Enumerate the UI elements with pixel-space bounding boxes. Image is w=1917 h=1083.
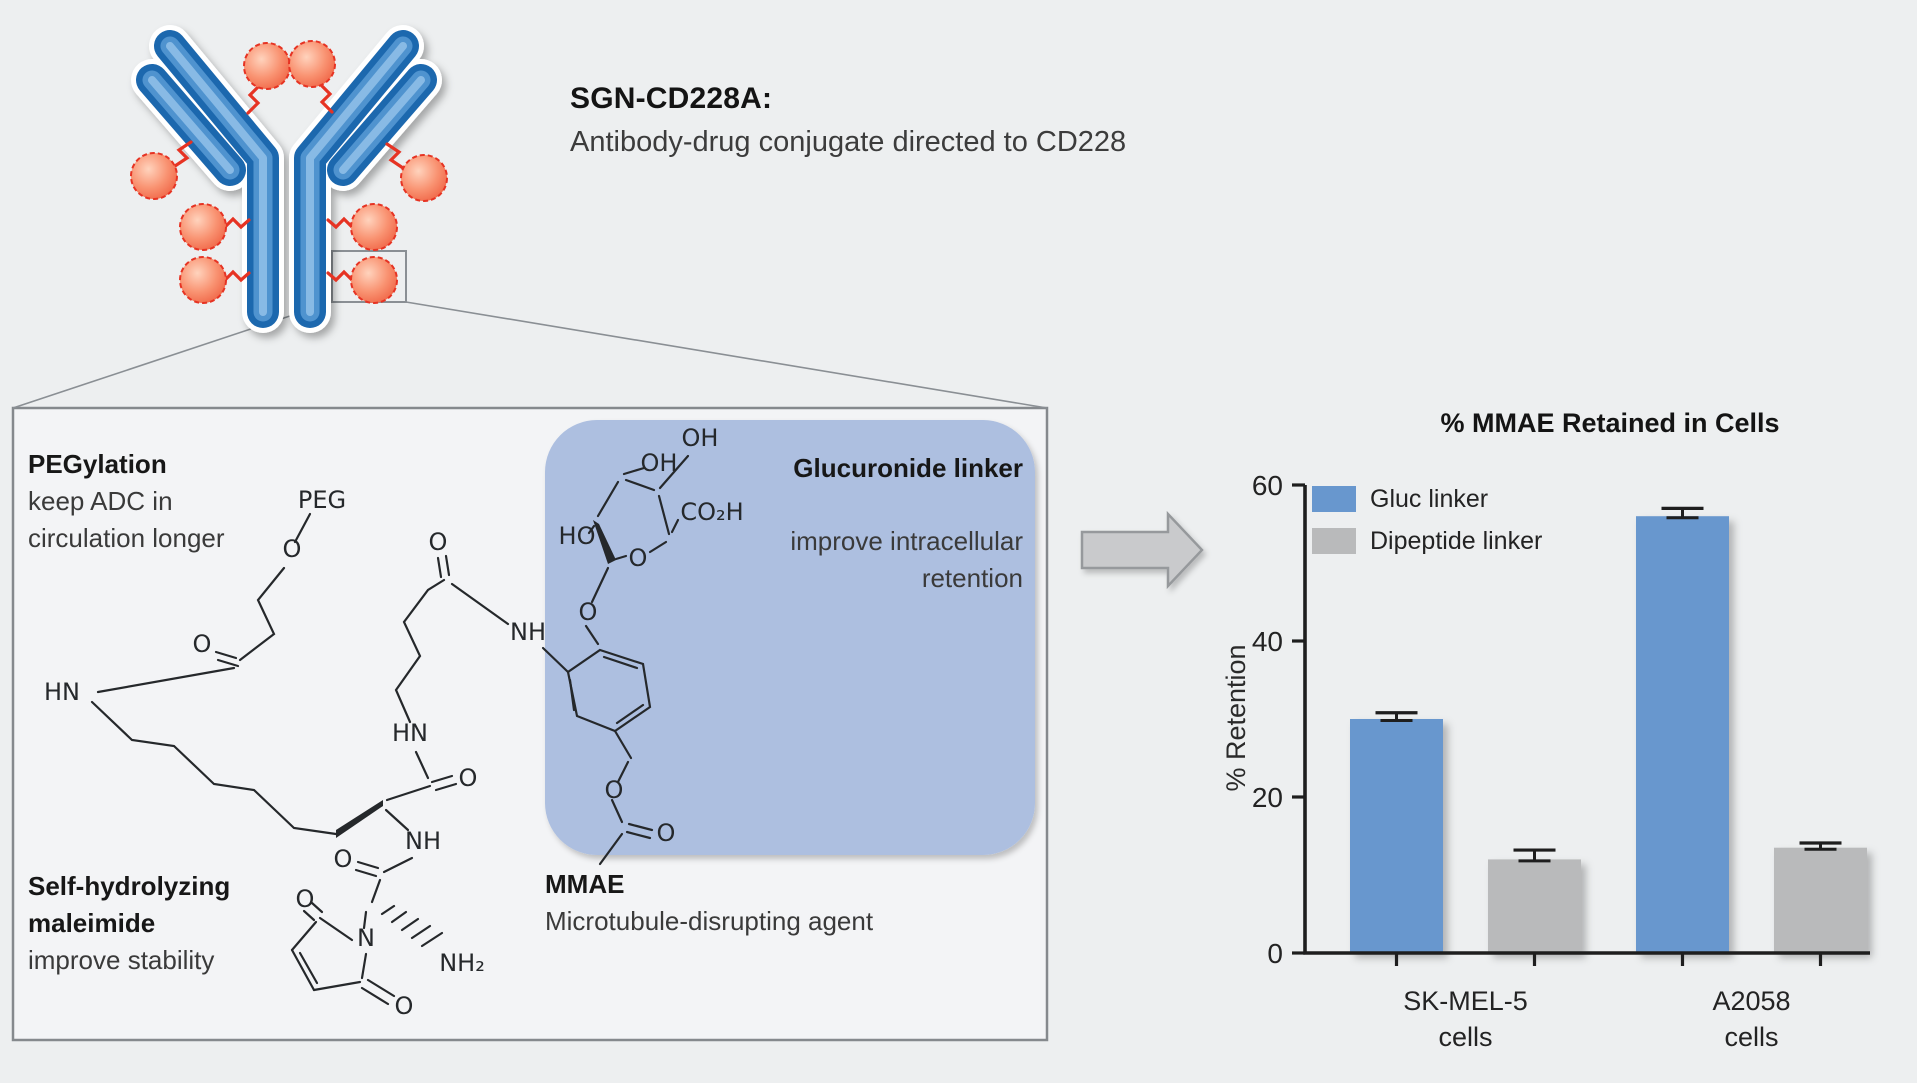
atom-label: O: [429, 528, 448, 556]
annotation-mmae: MMAE Microtubule-disrupting agent: [545, 866, 873, 940]
atom-label: HO: [559, 522, 596, 550]
annotation-glucuronide: Glucuronide linker improve intracellular…: [693, 450, 1023, 597]
y-tick-label: 40: [1252, 626, 1283, 657]
annotation-maleimide: Self-hydrolyzing maleimide improve stabi…: [28, 868, 230, 979]
drug-payload: [130, 152, 178, 200]
category-label: A2058: [1712, 986, 1790, 1016]
atom-label: NH₂: [439, 949, 485, 977]
atom-label: O: [283, 535, 302, 563]
annotation-title: Self-hydrolyzing: [28, 871, 231, 901]
annotation-title: PEGylation: [28, 449, 167, 479]
drug-payloads: [130, 40, 448, 304]
y-tick-label: 20: [1252, 782, 1283, 813]
atom-label: OH: [641, 449, 678, 477]
atom-label: O: [579, 598, 598, 626]
atom-label: O: [395, 992, 414, 1020]
drug-payload: [179, 256, 227, 304]
bar: [1636, 516, 1729, 953]
atom-label: O: [193, 630, 212, 658]
linker-squiggles: [173, 82, 405, 283]
antibody-illustration: [131, 25, 442, 333]
annotation-title: maleimide: [28, 908, 156, 938]
drug-payload: [243, 42, 291, 90]
atom-label: O: [629, 544, 648, 572]
annotation-text: circulation longer: [28, 523, 225, 553]
atom-label: NH: [405, 827, 441, 855]
legend-label: Dipeptide linker: [1370, 527, 1542, 555]
atom-label: O: [657, 819, 676, 847]
atom-labels: PEG O O HN O HN O NH NH O O N NH₂ O OH O…: [44, 424, 744, 1020]
annotation-pegylation: PEGylation keep ADC in circulation longe…: [28, 446, 225, 557]
arrow-right-icon: [1080, 510, 1204, 590]
annotation-title: MMAE: [545, 869, 625, 899]
drug-payload: [350, 256, 398, 304]
bar: [1350, 719, 1443, 953]
atom-label: O: [296, 885, 315, 913]
header: SGN-CD228A: Antibody-drug conjugate dire…: [570, 82, 1126, 159]
linker-chemical-structure: [90, 454, 690, 1006]
y-tick-label: 0: [1267, 938, 1283, 969]
atom-label: PEG: [298, 486, 346, 514]
drug-payload: [179, 203, 227, 251]
atom-label: HN: [44, 678, 80, 706]
bar: [1774, 847, 1867, 953]
legend-label: Gluc linker: [1370, 485, 1488, 513]
category-label: cells: [1438, 1022, 1492, 1052]
legend-swatch: [1312, 528, 1356, 554]
atom-label: O: [459, 764, 478, 792]
y-tick-label: 60: [1252, 470, 1283, 501]
chart-title: % MMAE Retained in Cells: [1440, 408, 1780, 438]
category-label: cells: [1724, 1022, 1778, 1052]
annotation-text: improve intracellular: [790, 526, 1023, 556]
annotation-text: keep ADC in: [28, 486, 173, 516]
atom-label: CO₂H: [680, 498, 743, 526]
legend-swatch: [1312, 486, 1356, 512]
annotation-text: Microtubule-disrupting agent: [545, 906, 874, 936]
callout-line-right: [405, 301, 1048, 409]
drug-payload: [400, 154, 448, 202]
page-subtitle: Antibody-drug conjugate directed to CD22…: [570, 126, 1127, 158]
atom-label: NH: [510, 618, 546, 646]
bar: [1488, 859, 1581, 953]
callout-line-left: [12, 301, 333, 409]
atom-label: HN: [392, 719, 428, 747]
atom-label: O: [334, 845, 353, 873]
atom-label: N: [357, 924, 375, 952]
annotation-text: improve stability: [28, 945, 215, 975]
page-title: SGN-CD228A:: [570, 82, 773, 115]
annotation-text: retention: [921, 563, 1023, 593]
drug-payload: [350, 203, 398, 251]
annotation-title: Glucuronide linker: [793, 453, 1023, 483]
drug-payload: [288, 40, 336, 88]
atom-label: O: [605, 776, 624, 804]
category-label: SK-MEL-5: [1403, 986, 1528, 1016]
atom-label: OH: [682, 424, 719, 452]
